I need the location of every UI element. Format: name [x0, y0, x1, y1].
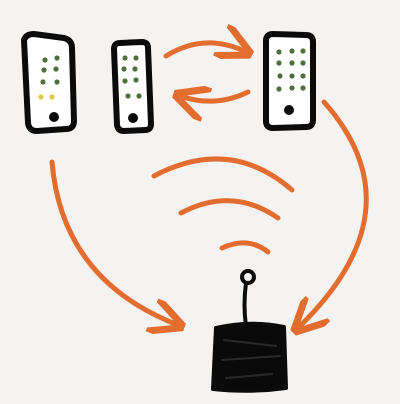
remote-1-button	[49, 112, 59, 122]
wave-middle	[178, 198, 281, 221]
remote-3-led-grid	[276, 48, 306, 92]
remote-2-led-grid	[121, 55, 142, 99]
wireless-hub	[211, 269, 288, 393]
remote-2-button	[128, 113, 138, 123]
arrow-remote1-to-hub	[49, 159, 178, 325]
remote-2-body	[111, 39, 154, 134]
arrow-remote2-to-remote3	[163, 43, 246, 56]
arrow-remote3-to-hub	[298, 99, 369, 328]
wave-inner	[219, 240, 271, 255]
remote-1-led-grid	[38, 55, 60, 100]
wireless-waves	[151, 156, 295, 255]
sync-arrows	[163, 43, 251, 101]
antenna-wire	[242, 281, 248, 328]
hub-arrows	[49, 99, 369, 328]
wave-outer	[151, 156, 295, 193]
remote-3-button	[284, 105, 294, 115]
remote-1-body	[21, 31, 77, 134]
remote-1	[21, 31, 77, 134]
remote-2	[111, 39, 154, 134]
arrow-remote3-to-remote2	[180, 92, 251, 101]
remote-3	[263, 31, 316, 131]
antenna-loop	[240, 269, 256, 285]
remote-3-body	[263, 31, 316, 131]
hub-scribble	[221, 339, 281, 379]
